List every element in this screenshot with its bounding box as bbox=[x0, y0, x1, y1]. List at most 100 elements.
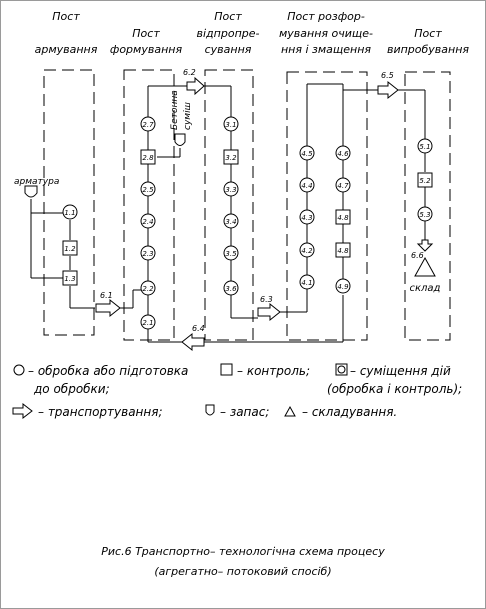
operation-label: 4.2 bbox=[301, 247, 313, 255]
storage-label: склад bbox=[410, 283, 441, 294]
transport-arrow-6-2: 6.2 bbox=[183, 68, 205, 96]
transport-arrow-6-1: 6.1 bbox=[95, 291, 121, 318]
transport-label: 6.6 bbox=[411, 251, 424, 260]
operation-circle-icon bbox=[335, 145, 351, 161]
operation-circle-icon bbox=[140, 213, 156, 229]
operation-label: 4.6 bbox=[337, 150, 349, 158]
post-vypr-title-1: Пост bbox=[414, 27, 442, 40]
post-form-boundary bbox=[123, 69, 175, 341]
operation-node: 4.1 bbox=[299, 274, 315, 290]
legend-transport: – транспортування; bbox=[38, 405, 163, 419]
post-form-title-1: Пост bbox=[132, 27, 160, 40]
operation-node: 1.1 bbox=[62, 204, 78, 220]
post-teplo-boundary bbox=[204, 69, 254, 341]
operation-node: 5.1 bbox=[417, 138, 433, 154]
caption-line-2: (агрегатно– потоковий спосіб) bbox=[154, 565, 331, 578]
operation-label: 1.2 bbox=[64, 245, 76, 253]
operation-label: 4.3 bbox=[301, 214, 312, 222]
post-boundaries bbox=[43, 69, 451, 341]
transport-arrows: 6.1 6.2 6.3 6.4 6.5 6.6 bbox=[95, 68, 434, 352]
transport-arrow-6-3: 6.3 bbox=[257, 295, 281, 322]
operation-label: 2.5 bbox=[142, 186, 154, 194]
operation-node: 1.3 bbox=[62, 270, 78, 286]
operation-node: 3.6 bbox=[223, 280, 239, 296]
operation-label: 2.2 bbox=[142, 285, 154, 293]
post-rozf-boundary bbox=[286, 71, 368, 341]
transport-arrow-6-6: 6.6 bbox=[411, 239, 434, 260]
caption-line-1: Рис.6 Транспортно– технологічна схема пр… bbox=[101, 545, 385, 558]
operation-label: 3.3 bbox=[225, 186, 236, 194]
operation-circle-icon bbox=[335, 177, 351, 193]
operation-label: 3.5 bbox=[225, 250, 237, 258]
post-armuv-title-2: армування bbox=[35, 43, 98, 56]
operation-node: 4.5 bbox=[299, 145, 315, 161]
post-rozf-title-1: Пост розфор- bbox=[287, 10, 365, 23]
operation-node: 4.3 bbox=[299, 209, 315, 225]
operation-label: 4.4 bbox=[301, 182, 312, 190]
control-square-icon bbox=[220, 363, 233, 376]
operation-node: 2.8 bbox=[140, 149, 156, 165]
operation-node: 2.1 bbox=[140, 314, 156, 330]
operation-label: 3.2 bbox=[225, 154, 237, 162]
operation-label: 4.5 bbox=[301, 150, 313, 158]
operation-circle-icon bbox=[140, 116, 156, 132]
combined-inner-icon bbox=[337, 365, 346, 374]
operation-label: 5.1 bbox=[419, 143, 430, 151]
operation-circle-icon bbox=[223, 116, 239, 132]
operation-node: 3.1 bbox=[223, 116, 239, 132]
operation-label: 3.4 bbox=[225, 218, 236, 226]
stock-icon bbox=[174, 133, 186, 146]
operation-label: 4.1 bbox=[301, 279, 312, 287]
operation-node: 2.2 bbox=[140, 280, 156, 296]
armatura-stock: арматура bbox=[14, 177, 59, 198]
control-square-icon bbox=[62, 240, 78, 256]
operation-circle-icon bbox=[223, 181, 239, 197]
operation-label: 3.6 bbox=[225, 285, 237, 293]
post-vypr-boundary bbox=[404, 71, 451, 341]
transport-arrow-6-5: 6.5 bbox=[377, 71, 399, 100]
storage-triangle-icon bbox=[414, 256, 436, 277]
operation-circle-icon bbox=[417, 206, 433, 222]
transport-label: 6.2 bbox=[183, 68, 196, 77]
legend-control: – контроль; bbox=[237, 364, 310, 378]
post-rozf-title-2: мування очище- bbox=[279, 27, 373, 40]
operation-circle-icon bbox=[140, 181, 156, 197]
figure-caption: Рис.6 Транспортно– технологічна схема пр… bbox=[101, 545, 385, 578]
operation-label: 2.8 bbox=[142, 154, 154, 162]
operation-circle-icon bbox=[140, 245, 156, 261]
operation-label: 1.3 bbox=[64, 275, 75, 283]
control-square-icon bbox=[335, 209, 351, 225]
operation-label: 4.9 bbox=[337, 283, 349, 291]
armatura-label: арматура bbox=[14, 177, 59, 187]
legend-storage: – складування. bbox=[302, 405, 397, 419]
transport-label: 6.5 bbox=[381, 71, 394, 80]
legend: – обробка або підготовка – контроль; – с… bbox=[12, 363, 462, 420]
operation-circle-icon bbox=[299, 242, 315, 258]
operation-node: 5.3 bbox=[417, 206, 433, 222]
transport-label: 6.1 bbox=[100, 291, 113, 300]
legend-combined-desc: (обробка і контроль); bbox=[327, 382, 462, 396]
operation-circle-icon bbox=[13, 364, 25, 376]
operation-circle-icon bbox=[299, 145, 315, 161]
legend-stock: – запас; bbox=[220, 405, 269, 419]
legend-combined: – суміщення дій bbox=[350, 364, 451, 378]
operation-label: 4.7 bbox=[337, 182, 349, 190]
operation-circle-icon bbox=[299, 274, 315, 290]
operation-node: 4.6 bbox=[335, 145, 351, 161]
stock-icon bbox=[24, 185, 38, 198]
legend-operation: – обробка або підготовка bbox=[28, 364, 188, 378]
operation-node: 4.4 bbox=[299, 177, 315, 193]
control-square-icon bbox=[335, 242, 351, 258]
operation-label: 1.1 bbox=[64, 209, 75, 217]
operation-circle-icon bbox=[299, 209, 315, 225]
operation-label: 4.8 bbox=[337, 247, 349, 255]
operation-node: 2.3 bbox=[140, 245, 156, 261]
control-square-icon bbox=[223, 149, 239, 165]
transport-arrow-6-4: 6.4 bbox=[181, 324, 205, 352]
post-teplo-title-3: сування bbox=[205, 43, 252, 56]
operation-node: 2.5 bbox=[140, 181, 156, 197]
operation-node: 3.4 bbox=[223, 213, 239, 229]
post-armuv-boundary bbox=[43, 69, 95, 336]
transport-label: 6.4 bbox=[192, 324, 205, 333]
control-square-icon bbox=[140, 149, 156, 165]
